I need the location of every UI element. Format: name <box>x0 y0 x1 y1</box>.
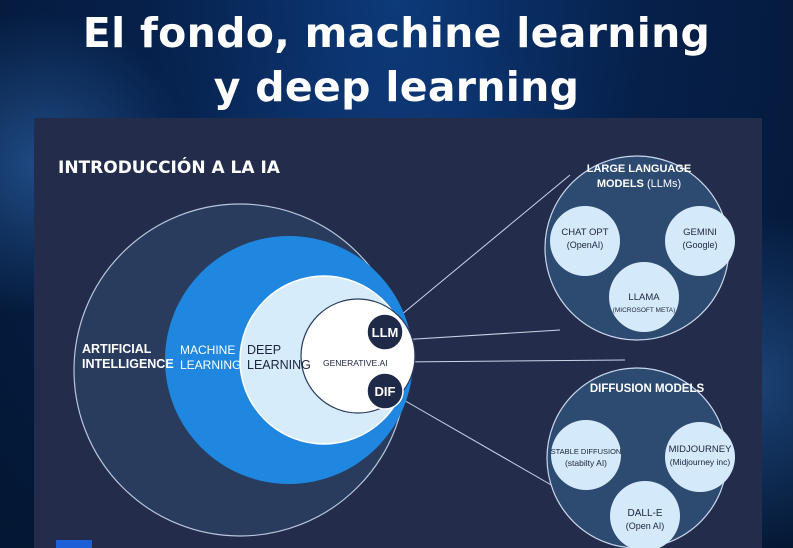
llama-item-circle[interactable] <box>609 262 679 332</box>
chatgpt-org: (OpenAI) <box>567 240 604 250</box>
llama-name: LLAMA <box>628 292 660 303</box>
chatgpt-name: CHAT OPT <box>561 227 608 238</box>
gemini-org: (Google) <box>682 240 717 250</box>
llm-group-title-bold: MODELS <box>597 178 644 190</box>
stable-diffusion-item-circle[interactable] <box>551 420 621 490</box>
midjourney-item-circle[interactable] <box>665 422 735 492</box>
connector-line-dif-bottom <box>394 394 561 491</box>
accent-block <box>56 540 92 548</box>
connector-line-llm-bottom <box>399 329 561 341</box>
headline-line-2: y deep learning <box>213 63 580 111</box>
dif-badge-label: DIF <box>375 384 396 399</box>
connector-line-llm-top <box>394 174 571 321</box>
llm-badge-label: LLM <box>372 325 399 340</box>
stable-diffusion-name: STABLE DIFFUSION <box>551 447 622 456</box>
ai-label-line-1: ARTIFICIAL <box>82 342 152 356</box>
genai-label: GENERATIVE.AI <box>323 358 388 368</box>
ai-label-line-2: INTELLIGENCE <box>82 357 174 371</box>
midjourney-name: MIDJOURNEY <box>669 444 732 455</box>
gemini-name: GEMINI <box>683 227 717 238</box>
chatgpt-item-circle[interactable] <box>550 206 620 276</box>
page-headline: El fondo, machine learning y deep learni… <box>0 6 793 114</box>
llama-org: (MICROSOFT META) <box>613 307 676 314</box>
dif-badge <box>366 372 404 410</box>
gemini-item-circle[interactable] <box>665 206 735 276</box>
stable-diffusion-org: (stabilty AI) <box>565 458 607 468</box>
panel-title: INTRODUCCIÓN A LA IA <box>58 158 280 178</box>
connector-line-dif-top <box>399 359 626 363</box>
llm-badge <box>366 313 404 351</box>
midjourney-org: (Midjourney inc) <box>670 457 731 467</box>
dl-label-line-1: DEEP <box>247 343 281 357</box>
llm-group-title-line-1: LARGE LANGUAGE <box>587 163 692 175</box>
dalle-item-circle[interactable] <box>610 481 680 548</box>
ml-label-line-2: LEARNING <box>180 358 241 372</box>
diffusion-group-title: DIFFUSION MODELS <box>590 383 705 395</box>
dalle-name: DALL-E <box>627 508 662 519</box>
ml-label-line-1: MACHINE <box>180 343 235 357</box>
llm-group-title-rest: (LLMs) <box>644 178 681 190</box>
headline-line-1: El fondo, machine learning <box>82 9 711 57</box>
dalle-org: (Open AI) <box>626 521 665 531</box>
dl-label-line-2: LEARNING <box>247 358 311 372</box>
llm-group-title-line-2: MODELS (LLMs) <box>597 178 681 190</box>
